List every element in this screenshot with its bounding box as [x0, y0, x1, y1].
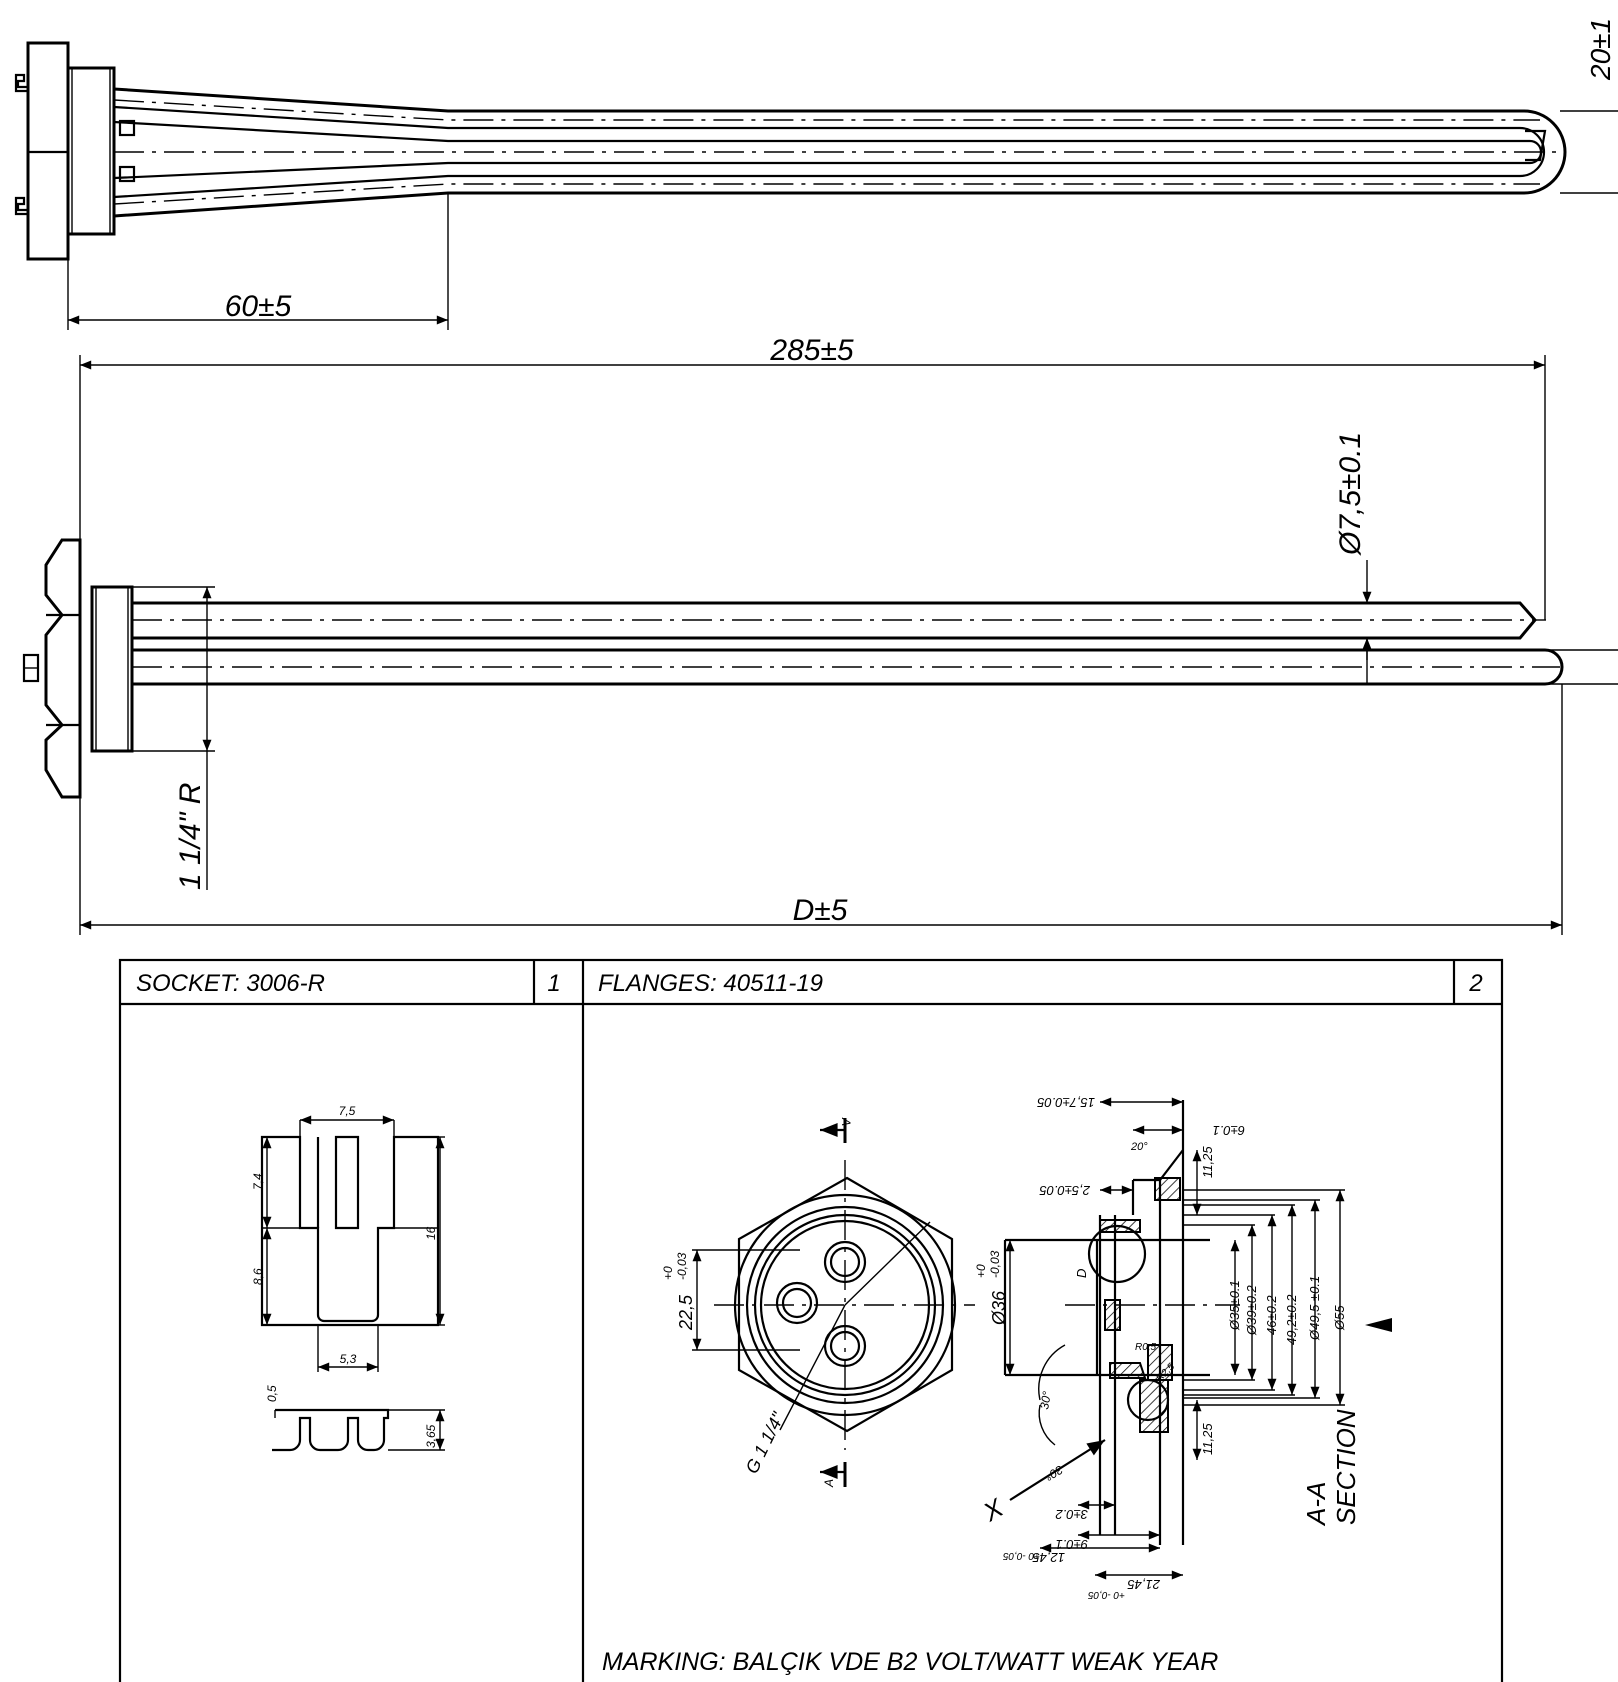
- section-label-section: SECTION: [1331, 1409, 1361, 1525]
- dim-35: Ø35±0.1: [1227, 1280, 1242, 1331]
- section-mark-bottom: A: [822, 1479, 836, 1488]
- angle-20: 20°: [1130, 1141, 1148, 1153]
- r05-label: R0,5: [1135, 1342, 1157, 1353]
- dim-36: Ø36: [989, 1290, 1009, 1326]
- dim-60-label: 60±5: [225, 290, 292, 323]
- dim-36-tol-lower: -0,03: [988, 1250, 1002, 1278]
- dim-6: 6±0.1: [1213, 1123, 1245, 1138]
- dim-36-tol-upper: +0: [974, 1264, 988, 1278]
- side-view: 285±5 Ø7,5±0.1 1 1/4" R D±5: [22, 334, 1618, 935]
- dim-1125-bot: 11,25: [1200, 1423, 1215, 1455]
- section-mark-top: A: [839, 1117, 853, 1126]
- dim-2145: 21,45: [1127, 1577, 1161, 1592]
- socket-outline: [260, 1135, 440, 1327]
- flange-front-view: A A 22,5 +0 -0,03 G 1 1/4": [661, 1117, 975, 1488]
- angle-30-top: 30°: [1037, 1390, 1054, 1411]
- hex-outline: [737, 1176, 954, 1433]
- dim-25: 2,5±0.05: [1039, 1183, 1091, 1198]
- top-view: 60±5 20±1: [14, 18, 1618, 330]
- label-d: D: [1074, 1269, 1089, 1278]
- dim-46: 46±0.2: [1264, 1295, 1279, 1335]
- dim-55: Ø55: [1332, 1305, 1347, 1331]
- dim-3: 3±0.2: [1055, 1507, 1088, 1522]
- socket-thickness: 0,5: [265, 1385, 279, 1402]
- dim-1245: 12,45: [1032, 1550, 1065, 1565]
- flanges-number: 2: [1468, 970, 1482, 997]
- socket-width-bottom: 5,3: [340, 1352, 357, 1366]
- dim-2145-tol: +0 -0,05: [1088, 1589, 1125, 1600]
- flanges-title: FLANGES: 40511-19: [598, 970, 823, 997]
- socket-profile: [272, 1408, 390, 1452]
- section-label-aa: A-A: [1301, 1482, 1331, 1527]
- socket-height-bottom: 8,6: [251, 1268, 265, 1285]
- bore-dim: 22,5: [676, 1294, 696, 1331]
- dim-492: 49,2±0.2: [1284, 1294, 1299, 1345]
- dim-495: Ø49,5 ±0.1: [1307, 1276, 1322, 1341]
- socket-detail: 7,5 7,4 8,6 16 5,3 0,5 3,65: [251, 1104, 445, 1452]
- dim-1125-top: 11,25: [1200, 1146, 1215, 1178]
- dim-9: 9±0.1: [1056, 1537, 1088, 1552]
- dim-diameter-label: Ø7,5±0.1: [1334, 432, 1367, 556]
- socket-title: SOCKET: 3006-R: [136, 970, 325, 997]
- marking-text: MARKING: BALÇIK VDE B2 VOLT/WATT WEAK YE…: [602, 1648, 1218, 1676]
- dim-39: Ø39±0.2: [1244, 1284, 1259, 1336]
- side-nut: [44, 538, 82, 799]
- socket-number: 1: [547, 970, 560, 997]
- dim-1245-tol: +0 -0,05: [1003, 1550, 1040, 1561]
- section-aa: Ø55 Ø49,5 ±0.1 49,2±0.2 46±0.2 Ø39±0.2 Ø…: [974, 1095, 1392, 1600]
- spec-table: SOCKET: 3006-R 1 FLANGES: 40511-19 2 MAR…: [118, 958, 1504, 1682]
- socket-height-total: 16: [424, 1226, 438, 1240]
- dim-285-label: 285±5: [769, 334, 854, 367]
- label-x: X: [977, 1492, 1009, 1528]
- dim-20-label: 20±1: [1585, 18, 1616, 81]
- dim-thread-label: 1 1/4" R: [174, 783, 207, 890]
- socket-width-top: 7,5: [339, 1104, 356, 1118]
- top-flange: [66, 66, 116, 236]
- bore-tol-lower: -0,03: [675, 1252, 689, 1280]
- bore-tol-upper: +0: [661, 1266, 675, 1280]
- thread-label: G 1 1/4": [742, 1408, 789, 1477]
- dim-d-label: D±5: [793, 894, 848, 927]
- side-flange: [90, 585, 134, 753]
- socket-height-top: 7,4: [251, 1173, 265, 1190]
- dim-157: 15,7±0.05: [1036, 1095, 1095, 1110]
- socket-depth: 3,65: [424, 1424, 438, 1448]
